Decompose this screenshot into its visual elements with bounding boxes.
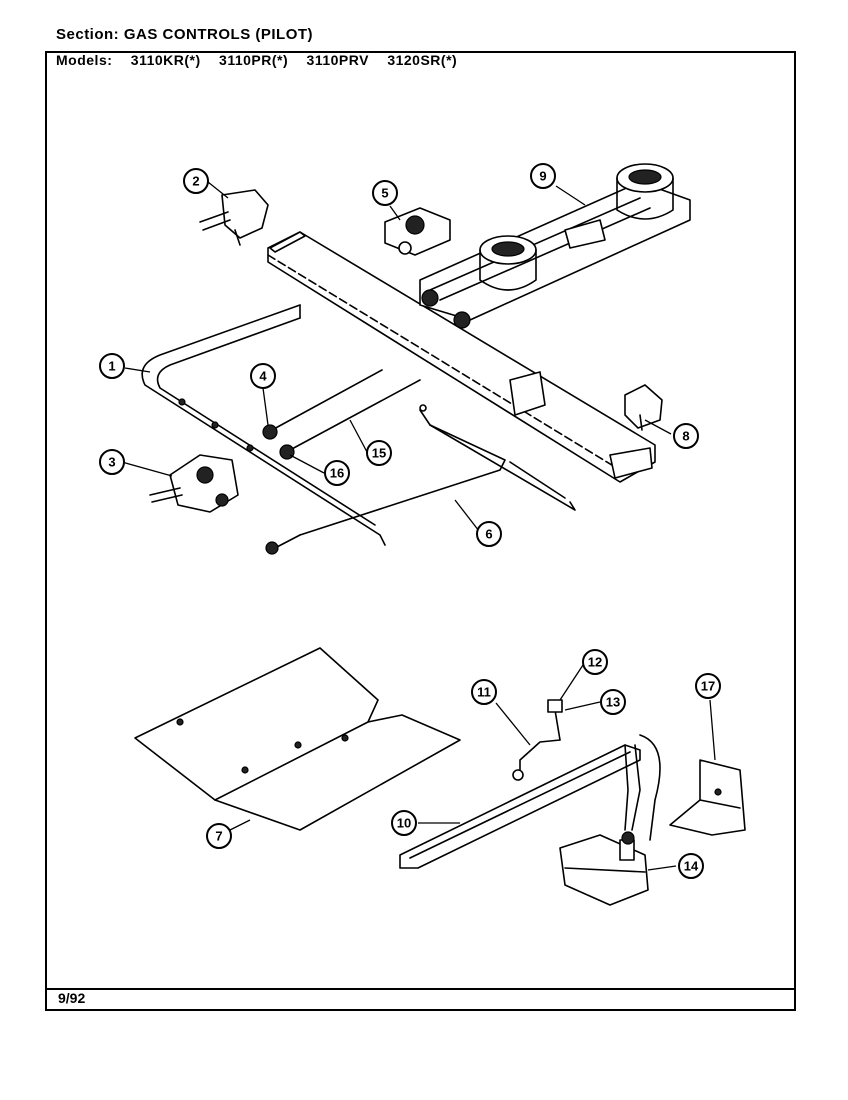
callout-15: 15 <box>366 440 392 466</box>
part-17-bracket <box>669 759 746 836</box>
callout-4: 4 <box>250 363 276 389</box>
diagram-frame <box>45 51 796 1011</box>
svg-text:3: 3 <box>108 455 115 470</box>
section-value: GAS CONTROLS (PILOT) <box>123 26 314 43</box>
svg-text:7: 7 <box>215 829 222 844</box>
footer-rule <box>45 988 796 990</box>
svg-text:1: 1 <box>108 359 115 374</box>
svg-text:15: 15 <box>372 446 386 461</box>
part-7-shield <box>134 647 461 831</box>
callout-3: 3 <box>99 449 125 475</box>
svg-text:9: 9 <box>539 169 546 184</box>
svg-text:2: 2 <box>192 174 199 189</box>
svg-text:17: 17 <box>701 679 715 694</box>
callout-13: 13 <box>600 689 626 715</box>
callout-10: 10 <box>391 810 417 836</box>
models-label: Models: <box>56 52 113 68</box>
footer-date: 9/92 <box>58 990 86 1006</box>
callout-1: 1 <box>99 353 125 379</box>
svg-text:5: 5 <box>381 186 388 201</box>
models-line: Models: 3110KR(*) 3110PR(*) 3110PRV 3120… <box>56 52 457 68</box>
callout-12: 12 <box>582 649 608 675</box>
part-1-tube <box>141 304 386 546</box>
part-3-gas-valve <box>149 454 239 513</box>
callout-7: 7 <box>206 823 232 849</box>
callout-5: 5 <box>372 180 398 206</box>
callout-2: 2 <box>183 168 209 194</box>
model-3110prv: 3110PRV <box>306 52 369 68</box>
svg-text:13: 13 <box>606 695 620 710</box>
manifold-rail <box>267 231 656 483</box>
callout-17: 17 <box>695 673 721 699</box>
parts-4-15-16-tubes <box>262 369 421 460</box>
leader-lines <box>121 181 716 871</box>
svg-text:6: 6 <box>485 527 492 542</box>
model-3110kr: 3110KR(*) <box>130 52 201 68</box>
svg-text:8: 8 <box>682 429 689 444</box>
callout-14: 14 <box>678 853 704 879</box>
model-3110pr: 3110PR(*) <box>219 52 289 68</box>
part-5-valve <box>384 207 451 256</box>
callout-8: 8 <box>673 423 699 449</box>
part-8-bracket <box>624 384 663 431</box>
model-3120sr: 3120SR(*) <box>387 52 458 68</box>
svg-text:12: 12 <box>588 655 602 670</box>
svg-text:14: 14 <box>684 859 699 874</box>
burner-assembly <box>419 163 691 329</box>
svg-text:11: 11 <box>477 685 491 700</box>
part-6-thermocouple <box>265 404 576 555</box>
section-label: Section: <box>56 26 120 43</box>
parts-10-13-pilot-bracket <box>399 699 661 869</box>
callout-11: 11 <box>471 679 497 705</box>
section-title: Section: GAS CONTROLS (PILOT) <box>56 26 313 43</box>
svg-text:16: 16 <box>330 466 344 481</box>
part-2-ignitor <box>199 189 269 246</box>
callout-16: 16 <box>324 460 350 486</box>
callout-6: 6 <box>476 521 502 547</box>
svg-text:4: 4 <box>259 369 267 384</box>
svg-text:10: 10 <box>397 816 411 831</box>
part-14-thermostat <box>559 831 649 906</box>
callout-9: 9 <box>530 163 556 189</box>
